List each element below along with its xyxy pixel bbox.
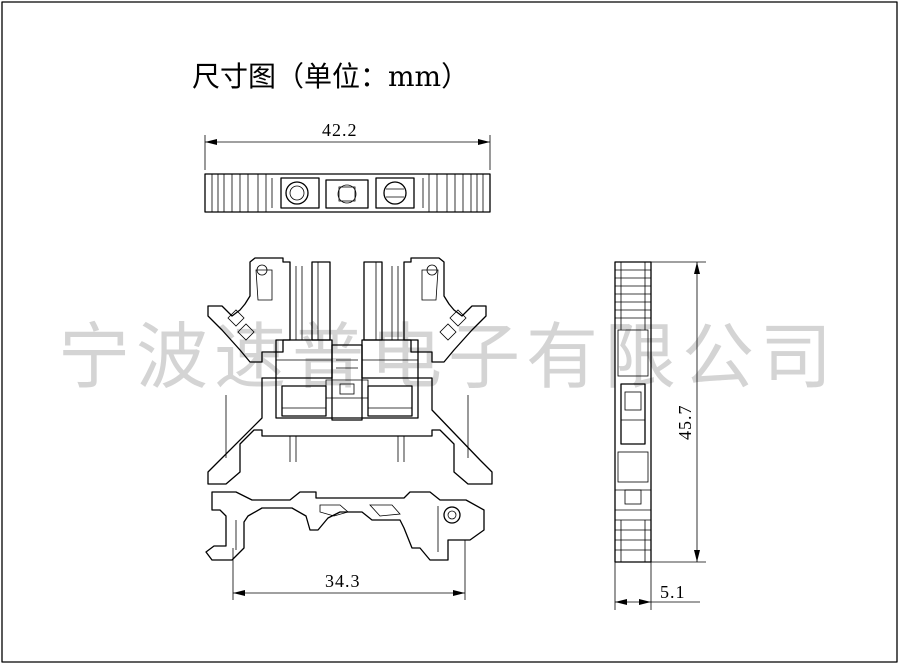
front-view: 34.3: [205, 257, 493, 600]
side-depth-label: 5.1: [660, 582, 686, 602]
company-watermark: 宁波速普电子有限公司: [58, 315, 838, 399]
drawing-title: 尺寸图（单位：mm）: [192, 60, 469, 93]
side-view: 45.7 5.1: [614, 261, 706, 610]
base-width-label: 34.3: [325, 571, 361, 591]
top-view: 42.2: [204, 120, 491, 213]
side-height-label: 45.7: [675, 405, 695, 441]
top-width-label: 42.2: [322, 120, 358, 140]
